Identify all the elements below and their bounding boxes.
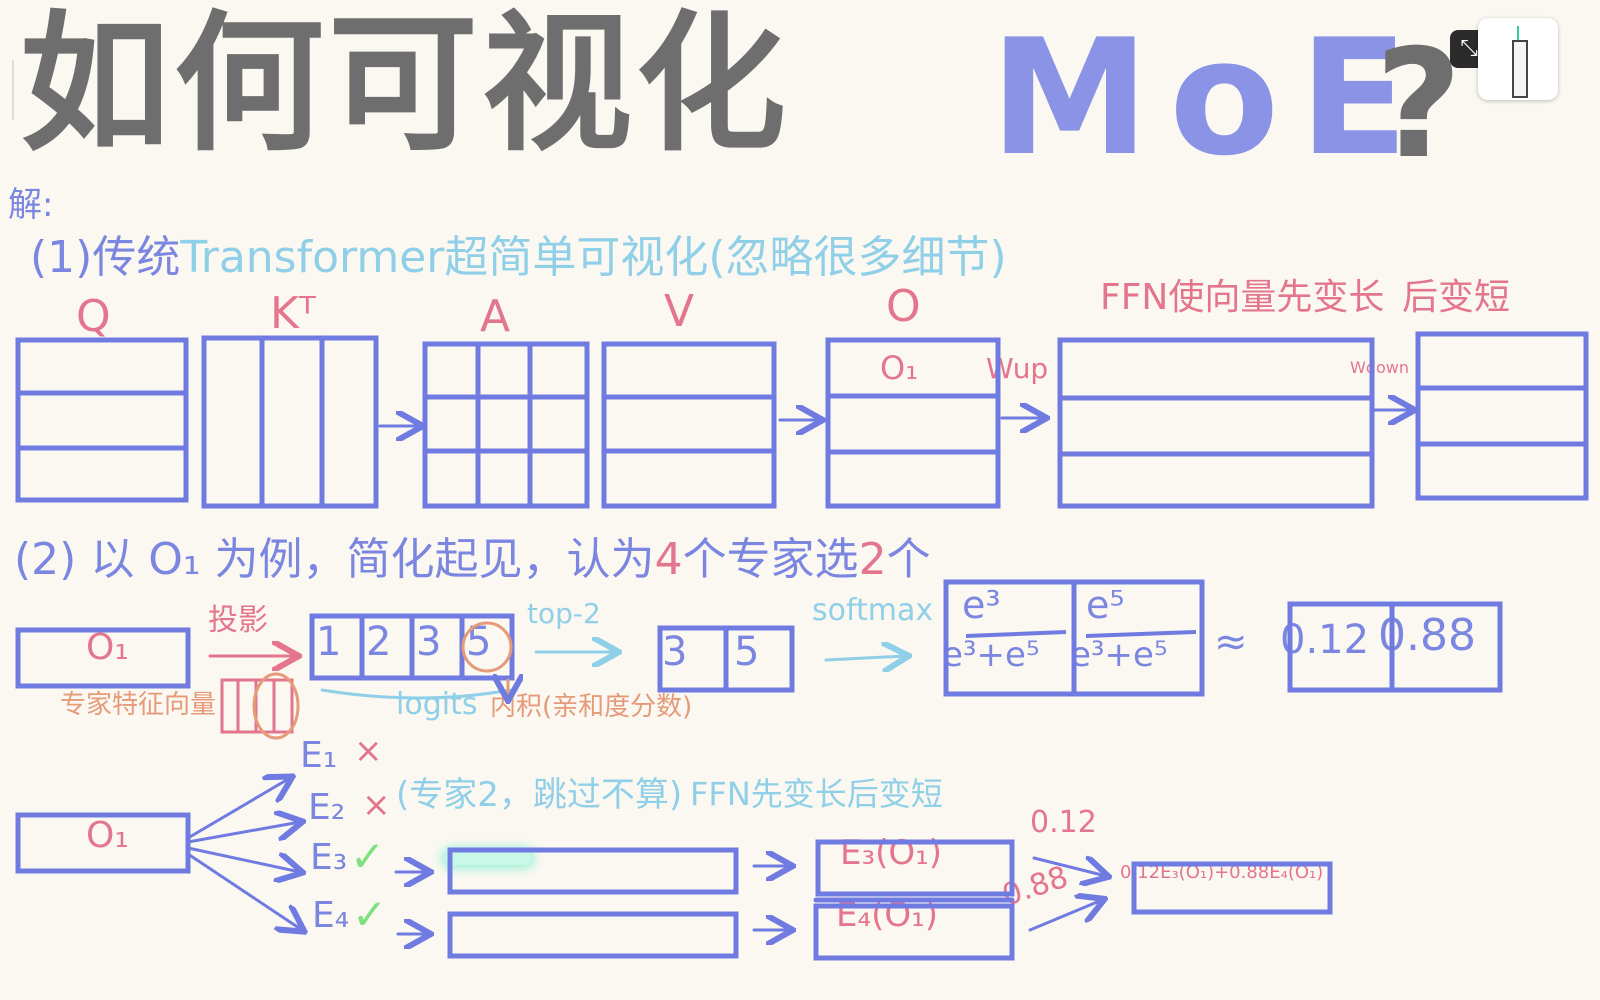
- label-kt: Kᵀ: [270, 288, 316, 339]
- label-v: V: [664, 286, 695, 337]
- section2-heading: (2) 以 O₁ 为例，简化起见，认为4个专家选2个: [14, 538, 931, 582]
- matrix-q: [15, 337, 189, 503]
- section1-text: Transformer超简单可视化(忽略很多细节): [180, 232, 1007, 283]
- arrow-row1: [378, 410, 1412, 426]
- matrix-o: [825, 337, 1001, 509]
- fraction2-numerator: e⁵: [1086, 583, 1125, 627]
- routing-o1: O₁: [86, 627, 129, 668]
- pencil-thumbnail-icon[interactable]: [1478, 18, 1558, 100]
- experts-o1: O₁: [86, 815, 129, 856]
- expert-e4-mark: ✓: [352, 890, 388, 939]
- weight-arrow-e3: [1032, 858, 1106, 876]
- expert-e3: E₃: [310, 837, 348, 878]
- title-moe: MoE: [990, 4, 1429, 191]
- prob-012: 0.12: [1280, 617, 1370, 663]
- section2-mid: 个专家选: [682, 534, 859, 585]
- logits-label: logits: [396, 687, 478, 722]
- title-chinese: 如何可视化: [20, 0, 791, 172]
- solution-label: 解:: [8, 185, 54, 225]
- inner-product-label: 内积(亲和度分数): [490, 692, 693, 722]
- expert-matrix-circle: [252, 672, 300, 740]
- matrix-ffn-long: [1057, 337, 1375, 509]
- softmax-arrow: [824, 656, 906, 660]
- left-edge-line: [12, 60, 14, 120]
- probs-box: [1287, 601, 1503, 693]
- expert-output-e3-box: [815, 839, 1015, 897]
- section1-heading: (1)传统Transformer超简单可视化(忽略很多细节): [30, 236, 1007, 280]
- logits-box: [309, 613, 515, 681]
- section1-number: (1): [30, 232, 93, 283]
- label-o1-row: O₁: [880, 349, 919, 387]
- logit-3: 3: [416, 619, 442, 665]
- fraction1-denominator: e³+e⁵: [942, 635, 1040, 675]
- section2-suffix: 个: [886, 534, 931, 585]
- section2-k: 2: [858, 534, 887, 585]
- expert-e3-ffn-bar: [447, 847, 739, 895]
- picked-box: [657, 625, 795, 693]
- label-a: A: [480, 291, 511, 342]
- expert-e1: E₁: [300, 735, 338, 776]
- picked-5: 5: [734, 629, 760, 675]
- experts-o1-box: [15, 812, 191, 874]
- approx-sign: ≈: [1214, 619, 1248, 665]
- matrix-v: [601, 341, 777, 509]
- expert-e2-mark: ×: [362, 785, 391, 825]
- logit-1: 1: [316, 619, 342, 665]
- matrix-short: [1415, 331, 1589, 501]
- expert-e4: E₄: [312, 895, 350, 936]
- label-ffn: FFN使向量先变长: [1100, 277, 1385, 318]
- expert-e1-mark: ×: [354, 731, 383, 771]
- expert-e2: E₂: [308, 787, 346, 828]
- softmax-box: [943, 579, 1205, 697]
- expert-fan-arrows: [186, 778, 790, 934]
- weight-arrow-e4: [1028, 900, 1102, 932]
- picked-3: 3: [662, 629, 688, 675]
- projection-label: 投影: [208, 603, 268, 638]
- max-logit-circle: [461, 621, 513, 673]
- ffn-note: FFN先变长后变短: [690, 775, 943, 813]
- label-short: 后变短: [1402, 277, 1511, 318]
- fraction2-denominator: e³+e⁵: [1070, 635, 1168, 675]
- expert-output-e4-box: [813, 903, 1015, 961]
- final-result-box: [1131, 861, 1333, 915]
- title-question-mark: ?: [1375, 18, 1463, 192]
- matrix-a: [422, 341, 590, 509]
- section2-prefix: (2) 以 O₁ 为例，简化起见，认为: [14, 534, 655, 585]
- expert-skip-note: (专家2，跳过不算): [396, 775, 683, 815]
- fraction1-numerator: e³: [962, 583, 1001, 627]
- final-result: 0.12E₃(O₁)+0.88E₄(O₁): [1120, 862, 1324, 883]
- expert-vector-label: 专家特征向量: [60, 690, 217, 720]
- label-q: Q: [76, 291, 111, 342]
- weight-012: 0.12: [1030, 805, 1097, 840]
- topk-label: top-2: [527, 597, 601, 630]
- routing-o1-box: [15, 627, 191, 689]
- fraction1-bar: [965, 630, 1067, 638]
- label-wdown: Wdown: [1350, 358, 1409, 377]
- expert-e4-ffn-bar: [447, 911, 739, 959]
- logit-2: 2: [366, 619, 392, 665]
- highlight-stroke: [445, 851, 531, 865]
- label-o: O: [886, 281, 921, 332]
- softmax-label: softmax: [812, 593, 934, 628]
- expert-e3-mark: ✓: [350, 832, 386, 881]
- logits-brace: [320, 688, 512, 700]
- fraction2-bar: [1085, 630, 1197, 638]
- matrix-kt: [201, 335, 379, 509]
- section2-n-experts: 4: [654, 534, 683, 585]
- section1-lead: 传统: [92, 232, 181, 283]
